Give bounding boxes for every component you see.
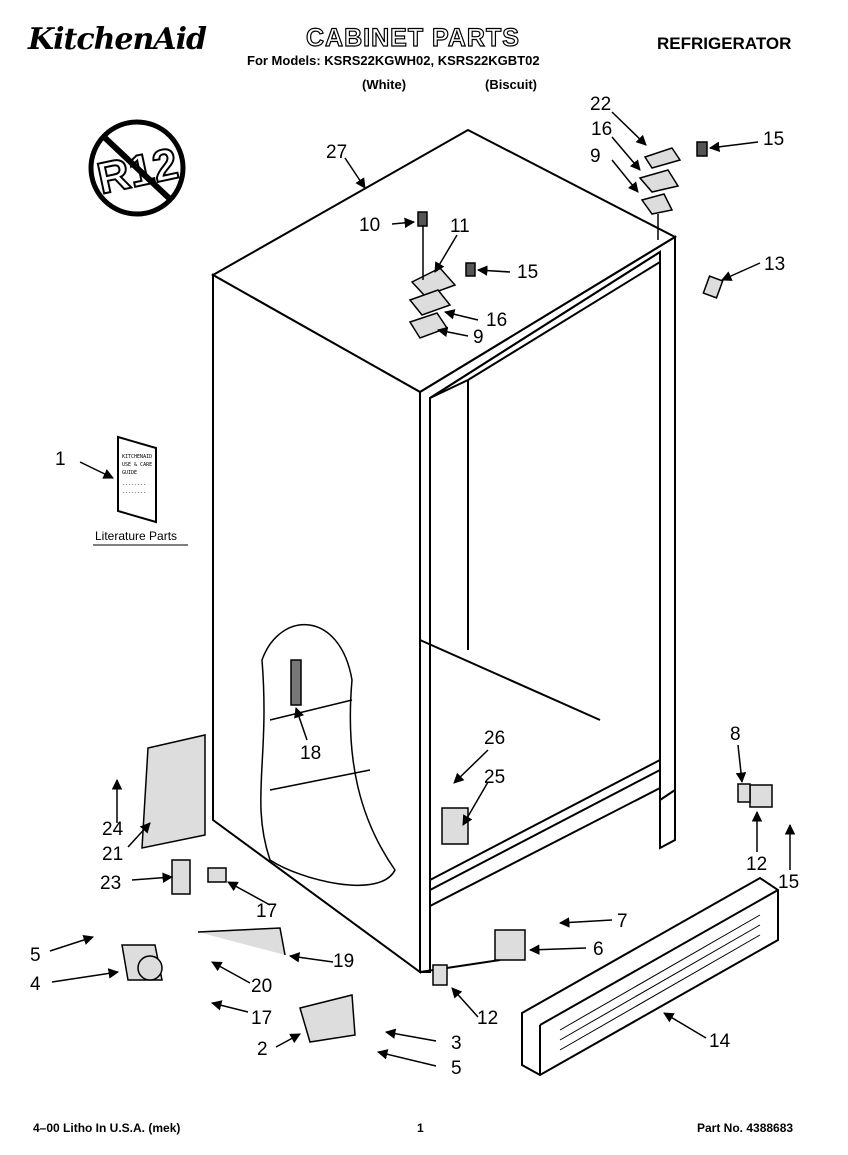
top-hinge-assembly-right — [638, 141, 708, 240]
leader-lines — [49, 111, 796, 1067]
callout-16: 16 — [591, 119, 612, 140]
callout-15: 15 — [763, 129, 784, 150]
callout-17: 17 — [256, 901, 277, 922]
callout-6: 6 — [593, 939, 604, 960]
literature-line: GUIDE — [122, 470, 137, 476]
callout-26: 26 — [484, 728, 505, 749]
callout-16: 16 — [486, 310, 507, 331]
callout-21: 21 — [102, 844, 123, 865]
callout-25: 25 — [484, 767, 505, 788]
part-number: Part No. 4388683 — [697, 1121, 794, 1135]
callout-1: 1 — [55, 449, 66, 470]
brand-logo: KitchenAid — [28, 22, 207, 57]
top-hinge-assembly-left — [408, 211, 476, 339]
side-wall-cutout — [260, 624, 396, 887]
callout-2: 2 — [257, 1039, 268, 1060]
callout-11: 11 — [450, 216, 470, 237]
callout-19: 19 — [333, 951, 354, 972]
callout-14: 14 — [709, 1031, 731, 1052]
no-r12-badge: R12 — [88, 119, 186, 217]
literature-line: KITCHENAID — [122, 454, 152, 460]
callout-8: 8 — [730, 724, 741, 745]
cabinet-shell — [210, 128, 678, 974]
base-grille — [521, 876, 779, 1077]
page-title: CABINET PARTS — [305, 23, 520, 52]
callout-4: 4 — [30, 974, 41, 995]
callout-9: 9 — [473, 327, 484, 348]
small-parts — [121, 275, 773, 1043]
callout-23: 23 — [100, 873, 121, 894]
callout-15: 15 — [517, 262, 538, 283]
callout-22: 22 — [590, 94, 611, 115]
model-numbers: For Models: KSRS22KGWH02, KSRS22KGBT02 — [247, 53, 540, 68]
callout-15: 15 — [778, 872, 799, 893]
callout-24: 24 — [102, 819, 124, 840]
callout-numbers: 27 22 16 15 9 13 10 11 15 16 9 1 18 26 2… — [30, 94, 799, 1079]
callout-9: 9 — [590, 146, 601, 167]
literature-line: -------- — [122, 482, 146, 488]
literature-booklet: KITCHENAID USE & CARE GUIDE -------- ---… — [93, 435, 188, 546]
callout-17: 17 — [251, 1008, 272, 1029]
callout-7: 7 — [617, 911, 628, 932]
callout-27: 27 — [326, 142, 347, 163]
callout-5: 5 — [30, 945, 41, 966]
callout-10: 10 — [359, 215, 380, 236]
callout-5: 5 — [451, 1058, 462, 1079]
literature-line: -------- — [122, 490, 146, 496]
literature-line: USE & CARE — [122, 462, 152, 468]
printing-info: 4–00 Litho In U.S.A. (mek) — [33, 1121, 181, 1135]
callout-18: 18 — [300, 743, 321, 764]
callout-12: 12 — [746, 854, 767, 875]
color-variant-biscuit: (Biscuit) — [485, 77, 537, 92]
page-number: 1 — [417, 1121, 424, 1135]
callout-20: 20 — [251, 976, 272, 997]
color-variant-white: (White) — [362, 77, 407, 92]
callout-12: 12 — [477, 1008, 498, 1029]
callout-13: 13 — [764, 254, 785, 275]
appliance-category: REFRIGERATOR — [657, 34, 792, 53]
literature-caption: Literature Parts — [95, 529, 177, 543]
callout-3: 3 — [451, 1033, 462, 1054]
